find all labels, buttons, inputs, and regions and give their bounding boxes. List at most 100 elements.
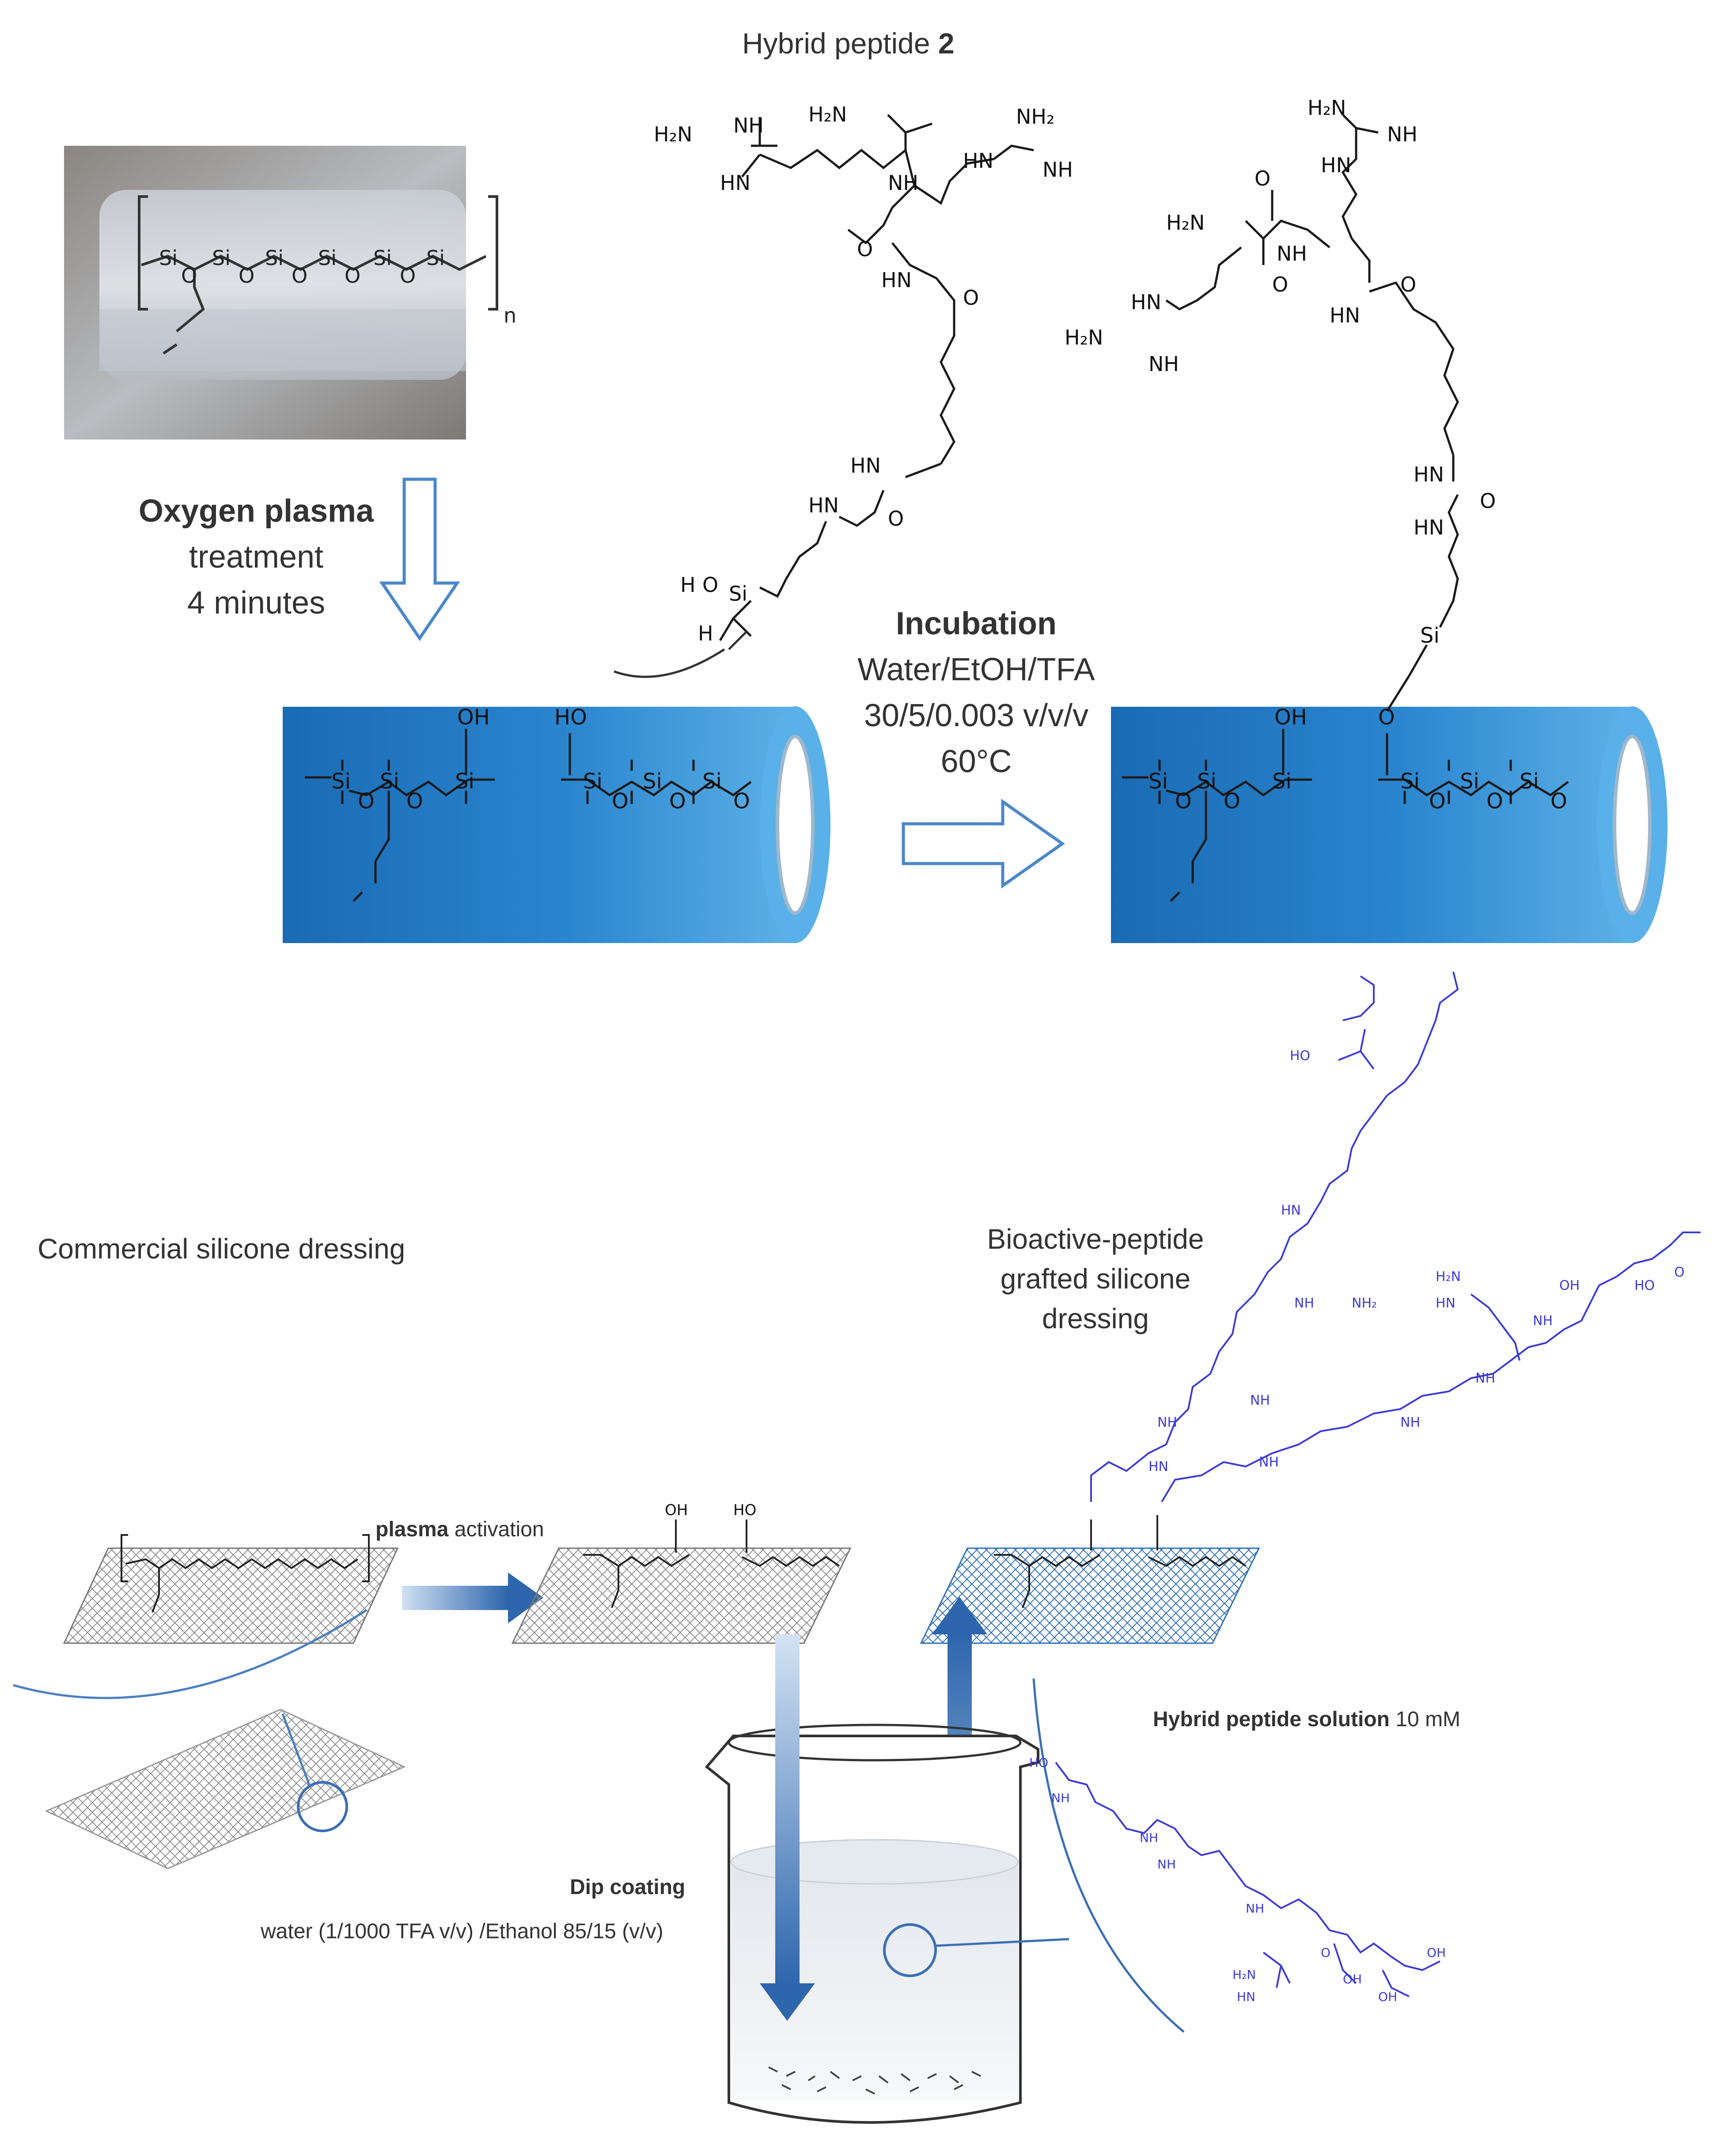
oxygen-plasma-label: Oxygen plasma treatment 4 minutes bbox=[133, 488, 380, 626]
svg-text:NH: NH bbox=[1400, 1415, 1420, 1430]
svg-text:HN: HN bbox=[850, 454, 881, 477]
dip-down-arrow bbox=[760, 1634, 815, 2021]
chem-labels-activated: OH HO bbox=[665, 1501, 756, 1519]
svg-text:O: O bbox=[1255, 167, 1270, 190]
svg-text:Si: Si bbox=[380, 769, 399, 794]
svg-text:Si: Si bbox=[455, 769, 474, 794]
svg-text:Si: Si bbox=[1520, 769, 1539, 794]
solution-peptide-labels: HO NH NH NH NH H₂N HN OH OH OH O bbox=[1029, 1755, 1446, 2004]
svg-text:H₂N: H₂N bbox=[654, 122, 692, 146]
svg-text:O: O bbox=[669, 789, 686, 814]
pdms-repeat-unit-photo bbox=[138, 195, 498, 355]
svg-text:HN: HN bbox=[1131, 290, 1161, 314]
svg-text:O: O bbox=[1480, 489, 1496, 513]
svg-text:HN: HN bbox=[963, 149, 993, 173]
incubation-temperature: 60°C bbox=[940, 744, 1012, 779]
pdms-chain-activated bbox=[583, 1520, 840, 1608]
dip-solvent-label: water (1/1000 TFA v/v) /Ethanol 85/15 (v… bbox=[261, 1920, 663, 1943]
svg-text:O: O bbox=[857, 237, 873, 261]
svg-text:NH₂: NH₂ bbox=[1352, 1296, 1377, 1311]
commercial-dressing-label: Commercial silicone dressing bbox=[38, 1233, 406, 1265]
svg-text:O: O bbox=[345, 264, 360, 288]
svg-text:O: O bbox=[1400, 273, 1416, 296]
bioactive-peptide-chain-1 bbox=[1090, 971, 1459, 1502]
dressing-sheet-commercial bbox=[13, 1547, 406, 1869]
svg-text:OH: OH bbox=[1274, 705, 1307, 730]
svg-text:NH: NH bbox=[888, 171, 918, 195]
grafted-label-line2: grafted silicone bbox=[1000, 1263, 1191, 1295]
svg-text:OH: OH bbox=[1427, 1945, 1446, 1960]
dip-coating-label: Dip coating bbox=[570, 1876, 686, 1899]
svg-text:HO: HO bbox=[554, 705, 587, 730]
svg-text:OH: OH bbox=[665, 1501, 688, 1519]
svg-text:Si: Si bbox=[331, 769, 351, 794]
svg-text:O: O bbox=[612, 789, 629, 814]
svg-text:HN: HN bbox=[1321, 153, 1351, 177]
svg-text:NH: NH bbox=[1157, 1857, 1176, 1872]
svg-text:H: H bbox=[680, 573, 696, 597]
svg-text:Si: Si bbox=[265, 246, 284, 270]
svg-text:HN: HN bbox=[881, 268, 912, 292]
grafted-peptide-structure bbox=[1165, 114, 1459, 628]
plasma-activation-bold: plasma bbox=[375, 1518, 449, 1541]
svg-text:NH: NH bbox=[1387, 122, 1418, 146]
svg-text:NH₂: NH₂ bbox=[1016, 105, 1054, 129]
svg-text:O: O bbox=[400, 264, 416, 288]
bioactive-peptide-labels: HO NH₂ HN NH NH HN H₂N HN OH HO O NH NH … bbox=[1148, 1048, 1685, 1474]
svg-text:O: O bbox=[1175, 789, 1192, 814]
svg-text:O: O bbox=[1321, 1945, 1330, 1960]
svg-text:O: O bbox=[888, 507, 904, 531]
plasma-activation-rest: activation bbox=[448, 1518, 544, 1541]
svg-text:HO: HO bbox=[733, 1501, 756, 1519]
plasma-down-arrow bbox=[379, 477, 460, 641]
svg-text:O: O bbox=[358, 789, 375, 814]
svg-text:O: O bbox=[406, 789, 423, 814]
solution-peptide-chain bbox=[1055, 1762, 1440, 1997]
title-number: 2 bbox=[938, 27, 955, 60]
svg-text:NH: NH bbox=[1250, 1393, 1270, 1408]
svg-text:Si: Si bbox=[1148, 769, 1168, 794]
svg-text:O: O bbox=[1550, 789, 1567, 814]
svg-text:HN: HN bbox=[1237, 1989, 1255, 2004]
solution-zoom-arc bbox=[1032, 1678, 1185, 2033]
svg-text:O: O bbox=[292, 264, 307, 288]
pdms-labels-photo: Si O Si O Si O Si O Si O Si n bbox=[159, 246, 516, 327]
svg-text:NH: NH bbox=[1259, 1455, 1279, 1470]
svg-text:NH: NH bbox=[1042, 158, 1073, 182]
svg-text:H₂N: H₂N bbox=[1232, 1967, 1256, 1982]
svg-text:Si: Si bbox=[583, 769, 603, 794]
solution-rest: 10 mM bbox=[1390, 1708, 1461, 1731]
pdms-chain-grafted bbox=[994, 1515, 1247, 1608]
incubation-right-arrow bbox=[902, 799, 1065, 889]
bioactive-peptide-chain-2 bbox=[1161, 1232, 1701, 1503]
svg-text:Si: Si bbox=[212, 246, 231, 270]
grafted-label-line3: dressing bbox=[1042, 1303, 1149, 1334]
svg-text:Si: Si bbox=[159, 246, 178, 270]
svg-text:n: n bbox=[504, 303, 516, 327]
svg-text:NH: NH bbox=[1157, 1415, 1177, 1430]
incubation-solvent: Water/EtOH/TFA bbox=[857, 652, 1095, 687]
svg-text:NH: NH bbox=[1277, 242, 1307, 265]
title-prefix: Hybrid peptide bbox=[742, 27, 938, 60]
svg-text:O: O bbox=[1674, 1265, 1685, 1280]
svg-text:O: O bbox=[1272, 273, 1288, 296]
svg-text:H₂N: H₂N bbox=[1436, 1269, 1461, 1285]
svg-text:O: O bbox=[1429, 789, 1446, 814]
grafted-label-line1: Bioactive-peptide bbox=[987, 1223, 1204, 1255]
svg-text:NH: NH bbox=[1140, 1830, 1158, 1845]
svg-text:Si: Si bbox=[702, 769, 722, 794]
svg-text:HO: HO bbox=[1634, 1278, 1655, 1293]
plasma-activation-label: plasma activation bbox=[375, 1517, 544, 1542]
surface-labels-left: Si O Si O Si OH HO Si O Si O Si O bbox=[331, 705, 750, 814]
svg-text:HN: HN bbox=[720, 171, 750, 195]
svg-text:Si: Si bbox=[1460, 769, 1479, 794]
svg-text:O: O bbox=[1486, 789, 1503, 814]
svg-text:NH: NH bbox=[733, 114, 764, 137]
svg-text:HN: HN bbox=[808, 493, 839, 517]
svg-text:H₂N: H₂N bbox=[1065, 326, 1103, 349]
dressing-sheet-activated bbox=[511, 1547, 852, 1644]
svg-text:Si: Si bbox=[729, 582, 747, 606]
svg-text:OH: OH bbox=[1343, 1972, 1362, 1986]
svg-text:Si: Si bbox=[373, 246, 392, 270]
